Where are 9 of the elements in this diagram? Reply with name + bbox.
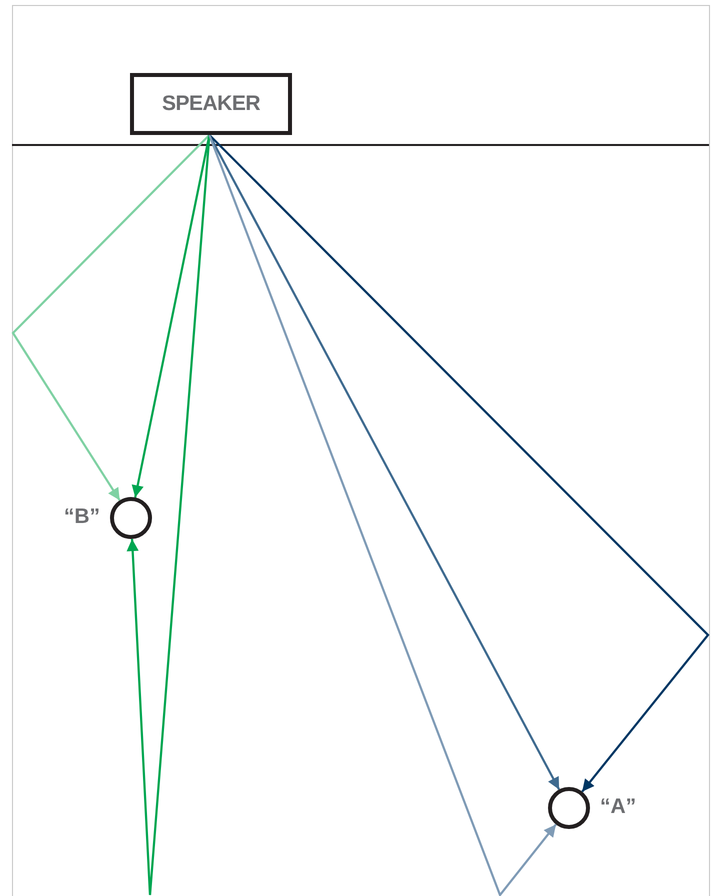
position-label: “A” (600, 795, 636, 819)
sound-path-arrow (12, 134, 210, 501)
position-label: “B” (64, 505, 100, 529)
speaker-box: SPEAKER (130, 73, 292, 135)
sound-path-arrow (132, 134, 210, 498)
position-circle (110, 497, 152, 539)
sound-path-arrow (208, 134, 710, 792)
position-circle (548, 787, 590, 829)
sound-path-arrow (126, 134, 210, 896)
